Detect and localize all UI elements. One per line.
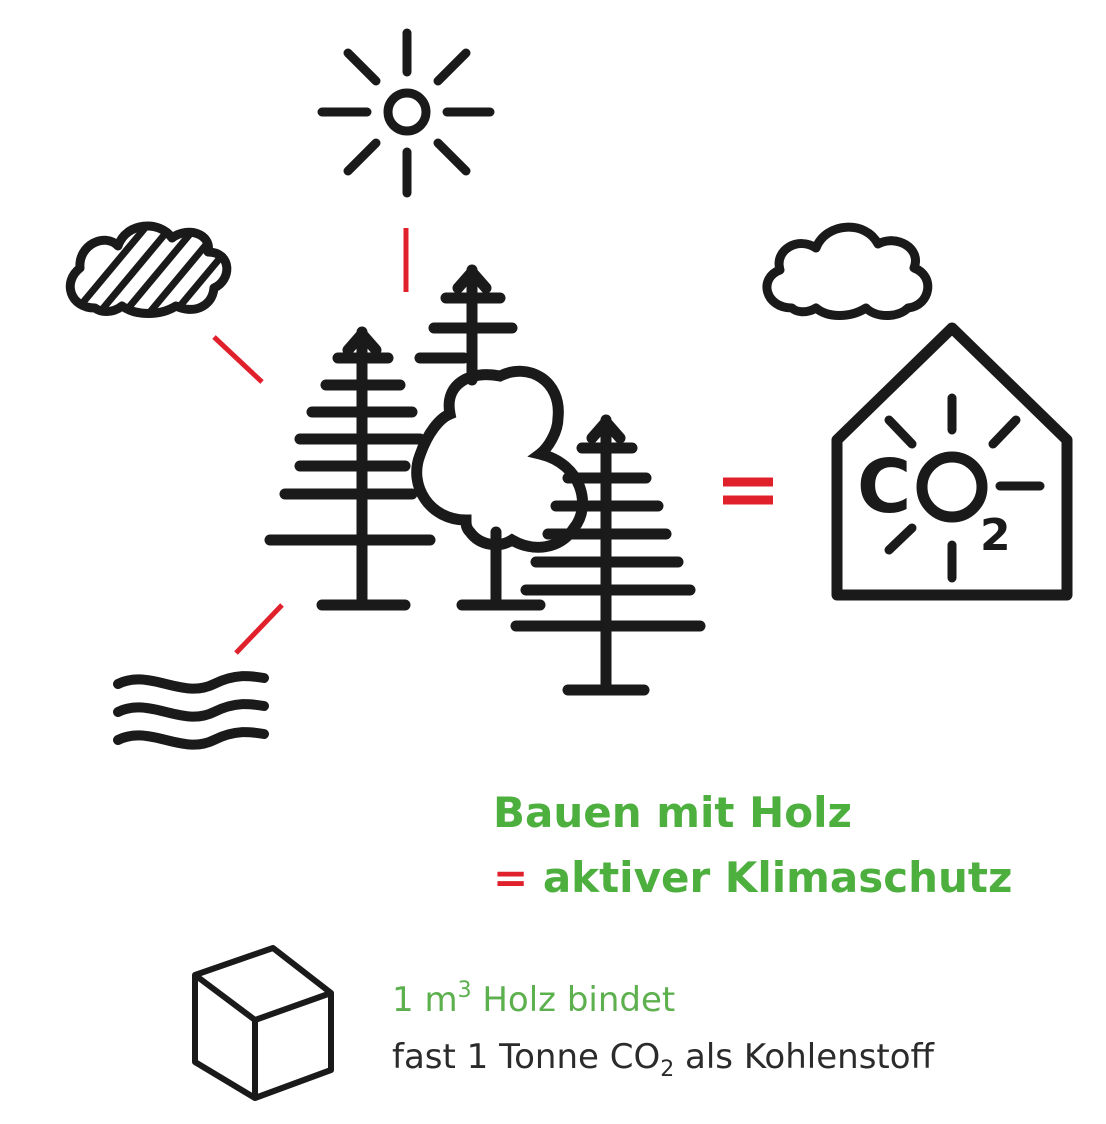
fact-line-2: fast 1 Tonne CO2 als Kohlenstoff xyxy=(392,1040,934,1081)
fact-line-2-suffix: als Kohlenstoff xyxy=(674,1037,934,1077)
co2-c-letter: C xyxy=(857,444,911,530)
equals-sign xyxy=(723,477,773,505)
fact-line-1-prefix: 1 m xyxy=(392,980,458,1020)
headline-line-2-text: aktiver Klimaschutz xyxy=(542,853,1013,902)
co2-house-icon: C 2 xyxy=(831,322,1073,601)
connector-lines xyxy=(212,228,409,655)
fact-line-2-prefix: fast 1 Tonne CO xyxy=(392,1037,661,1077)
fact-line-2-subscript: 2 xyxy=(660,1057,675,1082)
water-waves-icon xyxy=(113,671,269,750)
fact-line-1-superscript: 3 xyxy=(457,978,472,1003)
rain-cloud-icon xyxy=(65,221,232,318)
headline-line-2: = aktiver Klimaschutz xyxy=(493,857,1012,899)
cloud-icon xyxy=(762,222,933,320)
co2-o-letter xyxy=(916,451,988,523)
fact-line-1: 1 m3 Holz bindet xyxy=(392,978,676,1020)
fact-line-1-suffix: Holz bindet xyxy=(471,980,676,1020)
forest-icon xyxy=(264,264,706,696)
headline-equals: = xyxy=(493,853,529,902)
sun-icon xyxy=(317,28,495,198)
co2-subscript: 2 xyxy=(980,510,1011,561)
headline-line-1: Bauen mit Holz xyxy=(493,788,852,837)
wood-cube-icon xyxy=(192,945,334,1101)
